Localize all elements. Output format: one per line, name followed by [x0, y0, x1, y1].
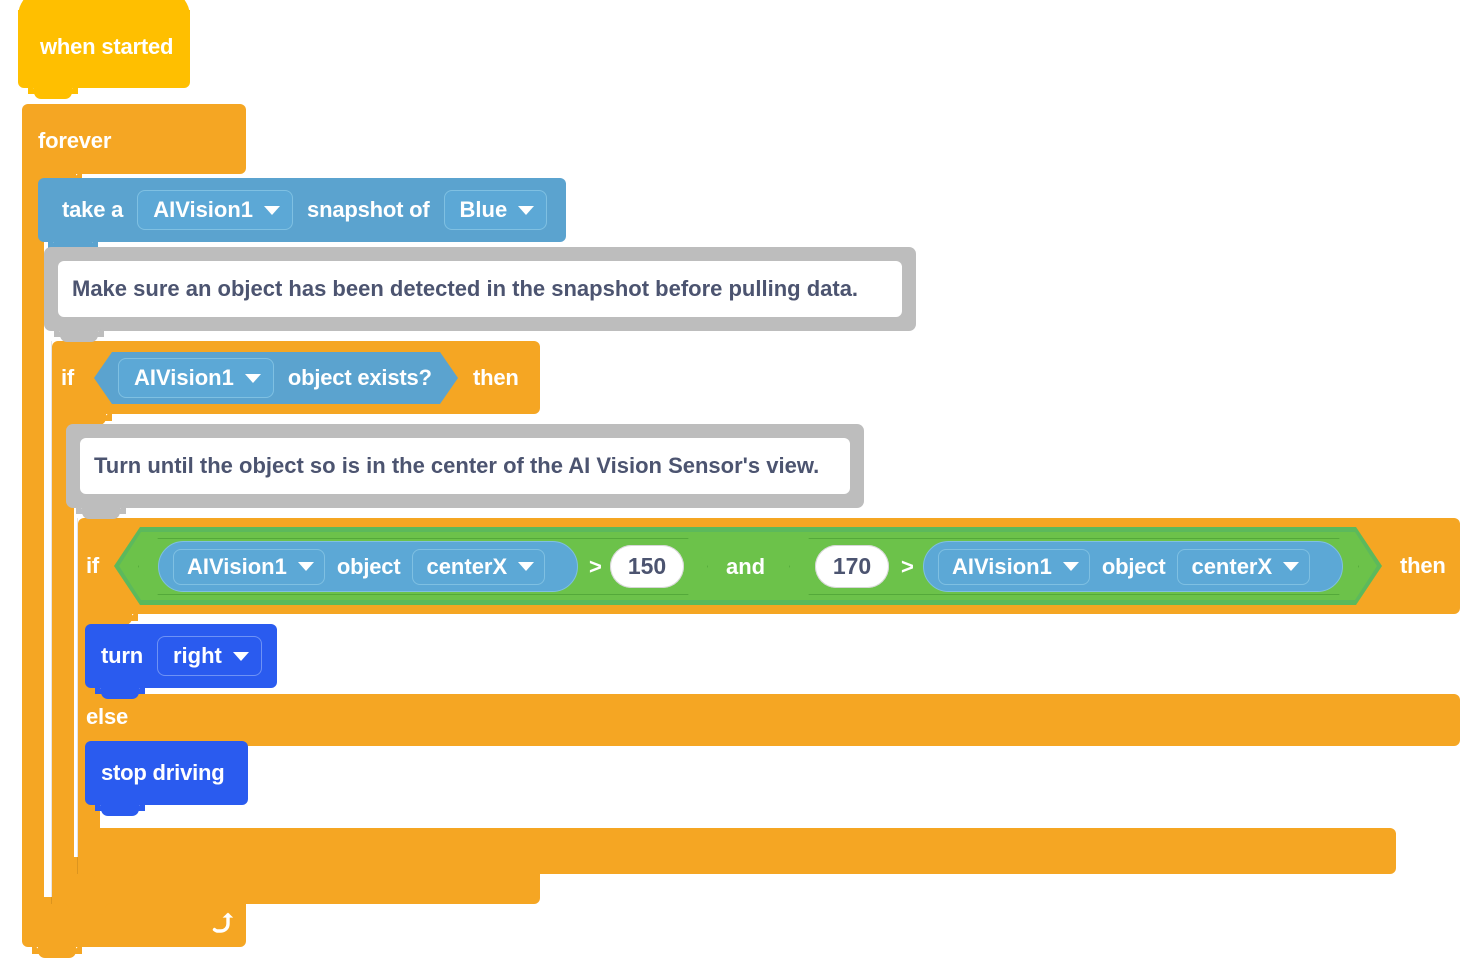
- chevron-down-icon: [518, 562, 535, 571]
- turn-label: turn: [101, 643, 143, 668]
- left-comparison-value-input[interactable]: 150: [610, 545, 684, 588]
- if-centerx-bottom-notch: [88, 873, 138, 885]
- left-reporter-property-value: centerX: [426, 553, 508, 579]
- if-exists-spine: [52, 408, 74, 868]
- loop-arrow-icon: [205, 907, 237, 944]
- turn-block[interactable]: turn right: [85, 624, 277, 699]
- right-reporter-property-value: centerX: [1191, 553, 1273, 579]
- if-exists-then-label: then: [473, 365, 519, 390]
- forever-label: forever: [38, 128, 112, 153]
- when-started-block[interactable]: when started: [18, 0, 190, 99]
- take-snapshot-block[interactable]: take a AIVision1 snapshot of Blue: [38, 178, 566, 253]
- when-started-label: when started: [40, 34, 174, 59]
- object-exists-device-value: AIVision1: [134, 365, 234, 390]
- turn-direction-value: right: [172, 643, 222, 668]
- right-centerx-reporter[interactable]: AIVision1 object centerX: [923, 541, 1343, 592]
- if-centerx-footer[interactable]: [78, 828, 1396, 874]
- chevron-down-icon: [1062, 562, 1079, 571]
- take-snapshot-middle: snapshot of: [307, 197, 430, 222]
- comment-detection-field[interactable]: Make sure an object has been detected in…: [58, 261, 902, 317]
- chevron-down-icon: [1283, 562, 1300, 571]
- forever-header[interactable]: [22, 104, 246, 174]
- comment-block-center[interactable]: Turn until the object so is in the cente…: [66, 424, 864, 519]
- snapshot-device-value: AIVision1: [153, 197, 254, 222]
- right-comparison-value: 170: [832, 553, 872, 579]
- object-exists-boolean[interactable]: AIVision1 object exists?: [94, 352, 458, 404]
- turn-direction-dropdown[interactable]: right: [156, 636, 262, 676]
- left-comparison-value: 150: [627, 553, 667, 579]
- comment-center-field[interactable]: Turn until the object so is in the cente…: [80, 438, 850, 494]
- left-reporter-property-dropdown[interactable]: centerX: [412, 548, 546, 585]
- left-comparison-operator: >: [589, 554, 602, 579]
- if-centerx-if-label: if: [86, 553, 100, 578]
- nesting-edge-1: [51, 341, 52, 904]
- if-centerx-then-label: then: [1400, 553, 1446, 578]
- else-label: else: [86, 704, 129, 729]
- stop-driving-label: stop driving: [101, 760, 225, 785]
- chevron-down-icon: [232, 651, 249, 661]
- snapshot-device-dropdown[interactable]: AIVision1: [137, 190, 294, 230]
- left-reporter-object-label: object: [336, 553, 401, 579]
- right-reporter-property-dropdown[interactable]: centerX: [1177, 548, 1311, 585]
- object-exists-device-dropdown[interactable]: AIVision1: [118, 358, 274, 398]
- right-comparison-value-input[interactable]: 170: [815, 545, 889, 588]
- right-reporter-device-dropdown[interactable]: AIVision1: [938, 548, 1090, 585]
- snapshot-target-value: Blue: [459, 197, 508, 222]
- if-exists-if-label: if: [61, 365, 75, 390]
- forever-bottom-notch: [32, 946, 82, 958]
- if-exists-bottom-notch: [62, 903, 112, 915]
- comment-block-detection[interactable]: Make sure an object has been detected in…: [44, 247, 916, 342]
- left-centerx-reporter[interactable]: AIVision1 object centerX: [158, 541, 578, 592]
- stop-driving-notch: [95, 803, 145, 816]
- forever-spine: [22, 168, 44, 908]
- chevron-down-icon: [518, 205, 535, 215]
- comment-center-notch: [76, 506, 126, 519]
- right-reporter-device-value: AIVision1: [952, 553, 1052, 579]
- right-reporter-object-label: object: [1101, 553, 1166, 579]
- chevron-down-icon: [264, 205, 281, 215]
- hat-dome: [18, 0, 190, 16]
- stop-driving-block[interactable]: stop driving: [85, 741, 248, 816]
- comment-detection-text: Make sure an object has been detected in…: [72, 276, 859, 301]
- and-label: and: [726, 554, 766, 579]
- turn-notch: [95, 686, 145, 699]
- right-comparison-operator: >: [901, 554, 914, 579]
- comment-center-text: Turn until the object so is in the cente…: [94, 453, 820, 478]
- left-reporter-device-value: AIVision1: [187, 553, 287, 579]
- else-bar[interactable]: [78, 694, 1460, 746]
- nesting-edge-2: [77, 518, 78, 874]
- hat-bottom-notch: [28, 86, 78, 99]
- forever-footer[interactable]: [22, 897, 246, 947]
- comment-detection-notch: [54, 329, 104, 342]
- chevron-down-icon: [297, 562, 314, 571]
- take-snapshot-prefix: take a: [62, 197, 124, 222]
- snapshot-target-dropdown[interactable]: Blue: [443, 190, 548, 230]
- object-exists-text: object exists?: [287, 365, 432, 390]
- left-reporter-device-dropdown[interactable]: AIVision1: [173, 548, 325, 585]
- chevron-down-icon: [245, 374, 261, 383]
